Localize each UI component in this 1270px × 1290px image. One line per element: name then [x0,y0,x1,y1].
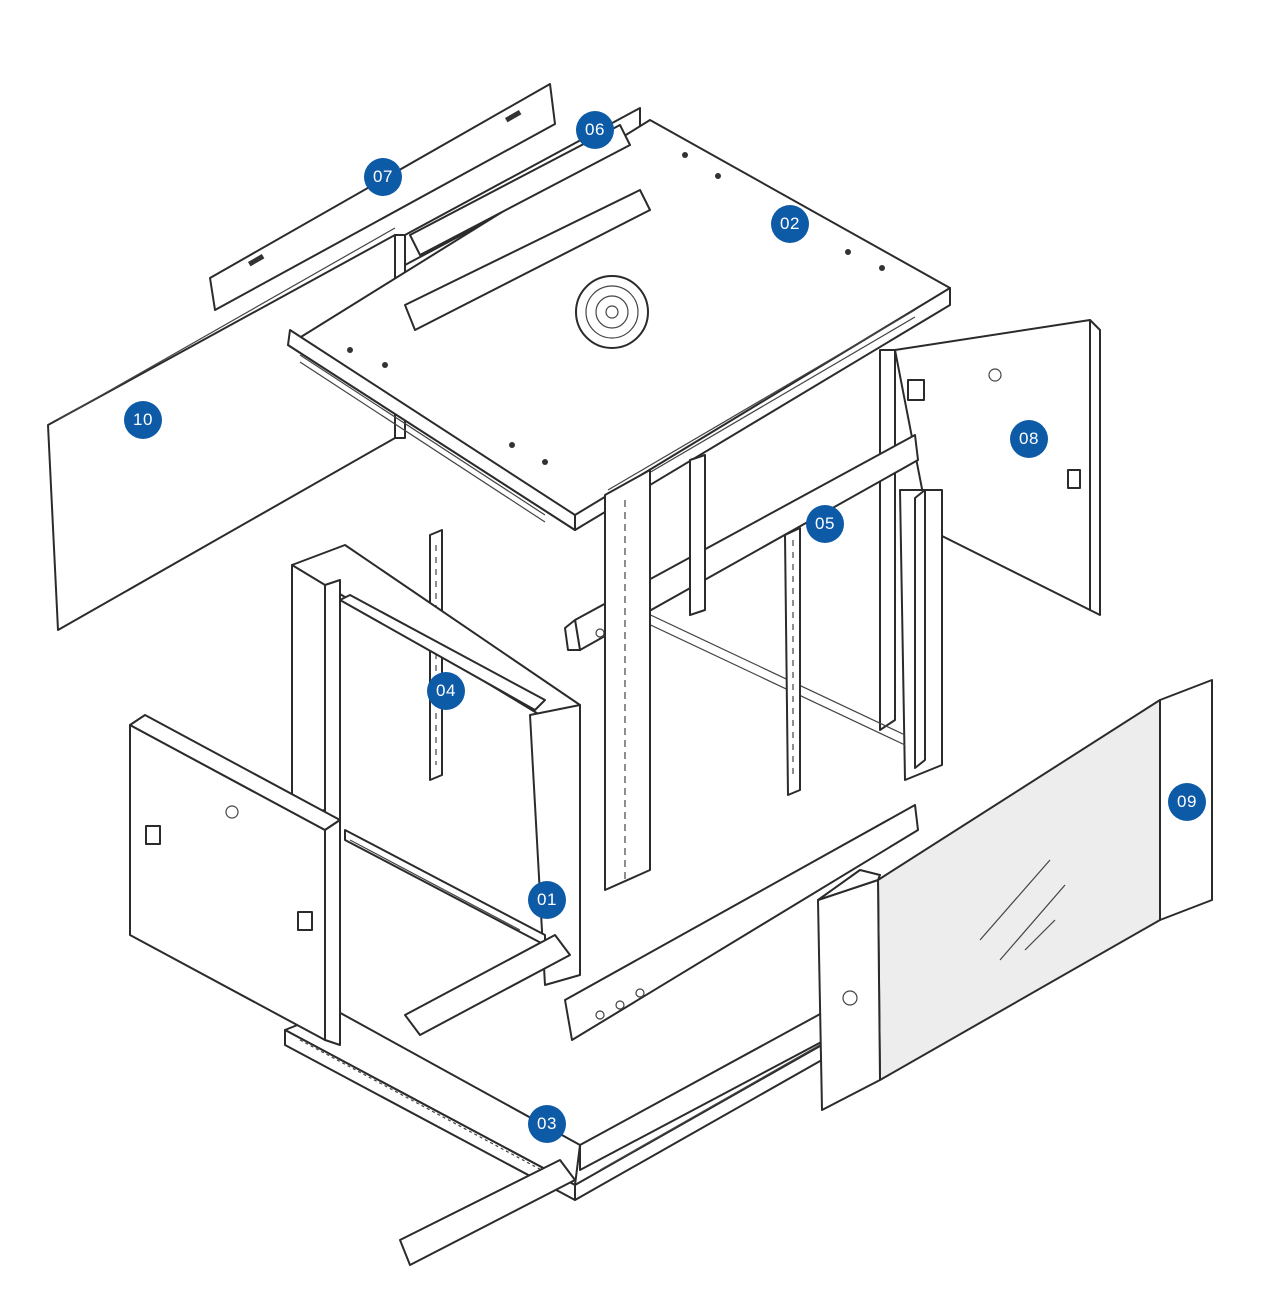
glass-front-door [817,679,1213,1111]
callout-07: 07 [364,158,402,196]
center-uprights [604,454,706,891]
front-frame [291,544,581,996]
left-front-door [129,714,341,1046]
callout-09: 09 [1168,783,1206,821]
callout-05: 05 [806,505,844,543]
callout-01: 01 [528,881,566,919]
callout-08: 08 [1010,420,1048,458]
callout-10: 10 [124,401,162,439]
right-side-door [894,319,1101,616]
right-rear-frame [639,349,943,781]
cable-entry-plate [209,83,556,311]
callout-04: 04 [427,672,465,710]
callout-06: 06 [576,111,614,149]
mounting-rail-bottom [564,804,919,1041]
callout-03: 03 [528,1105,566,1143]
callout-02: 02 [771,205,809,243]
